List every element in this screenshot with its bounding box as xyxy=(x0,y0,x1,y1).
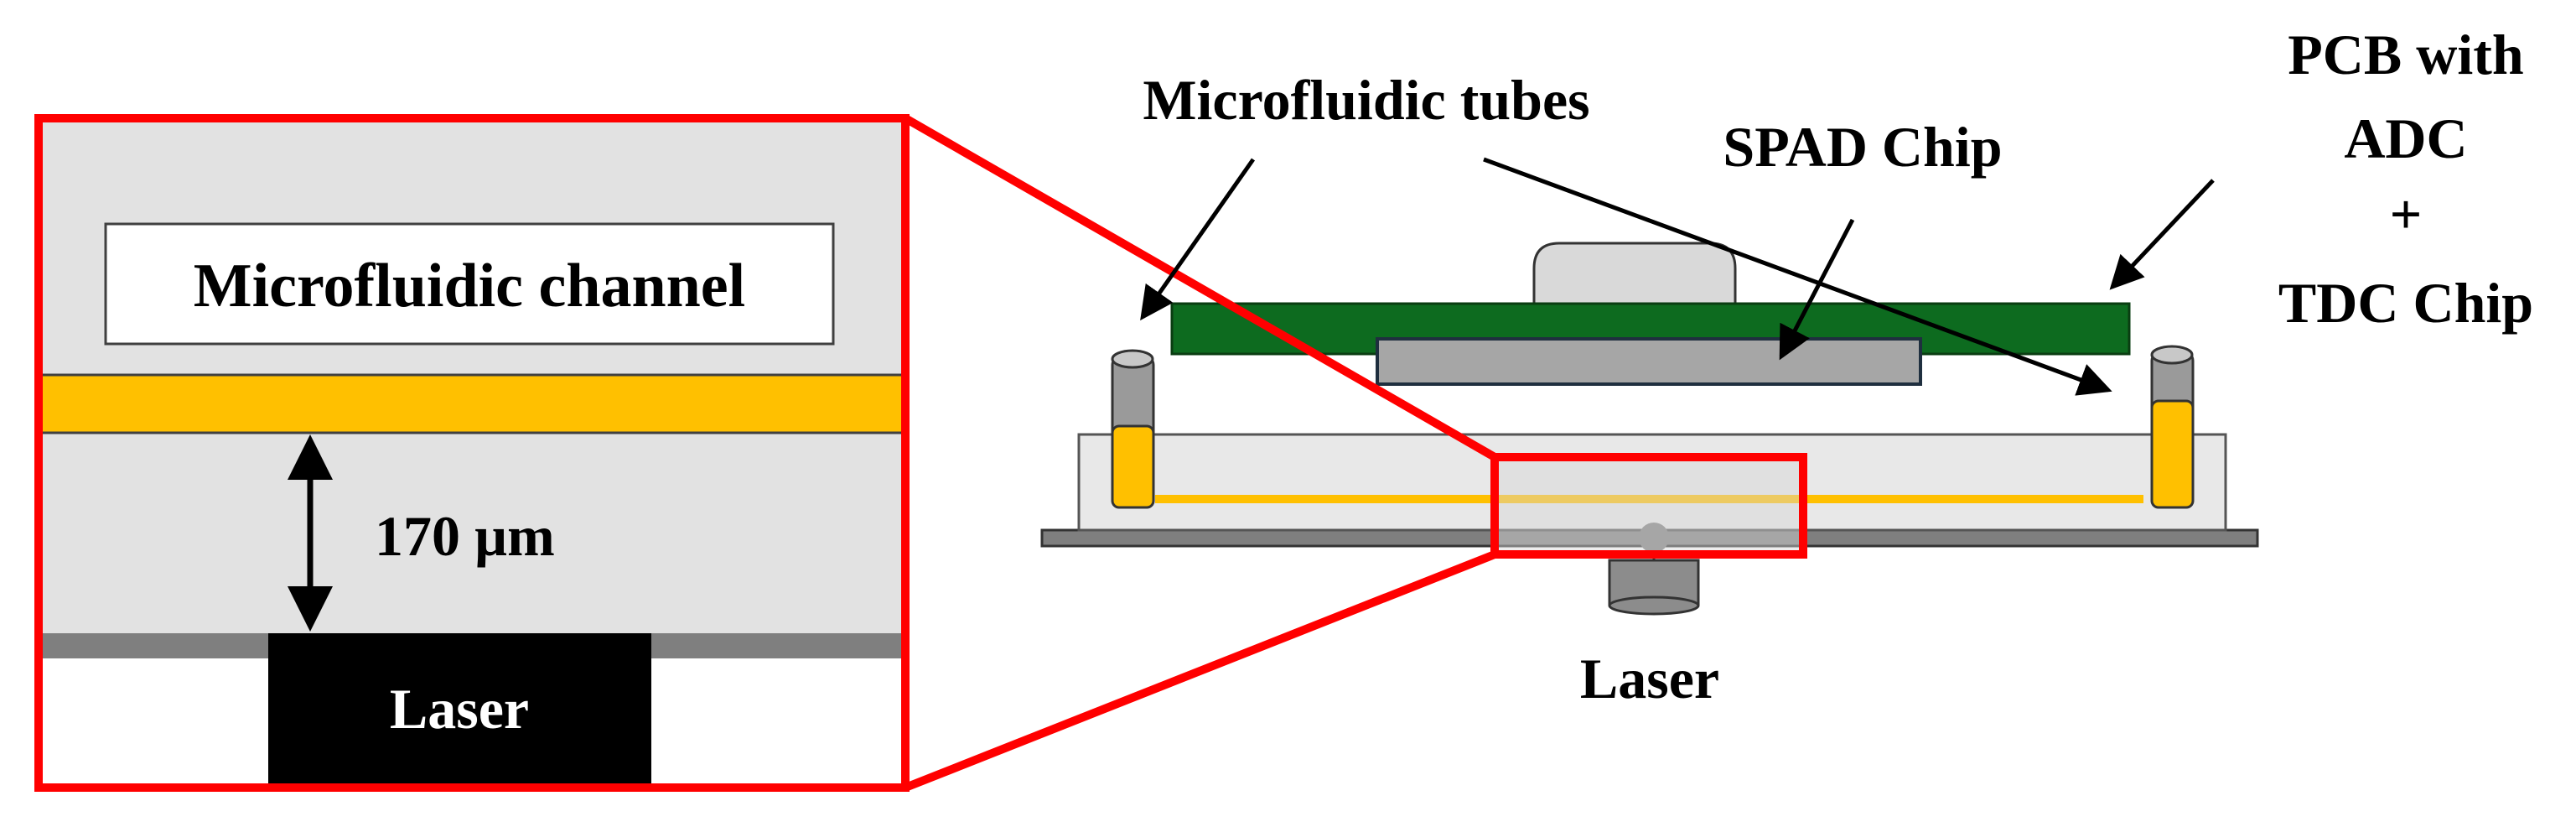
device-highlight-box xyxy=(1490,453,1807,559)
laser-module xyxy=(1608,523,1700,616)
device-laser-label: Laser xyxy=(1580,647,1719,710)
svg-text:+: + xyxy=(2390,182,2423,246)
spad-label: SPAD Chip xyxy=(1723,115,2002,179)
spad-arrow xyxy=(1779,218,1855,361)
svg-text:ADC: ADC xyxy=(2344,107,2467,170)
tubes-arrow-right xyxy=(1483,157,2112,396)
gap-dimension-arrow xyxy=(288,434,333,632)
zoom-connector-lines xyxy=(903,114,1497,792)
pcb-top-component xyxy=(1532,242,1737,305)
gap-label: 170 µm xyxy=(375,504,555,568)
channel-label: Microfluidic channel xyxy=(194,252,745,320)
tubes-label: Microfluidic tubes xyxy=(1143,68,1589,132)
left-tube xyxy=(1111,349,1155,509)
device-cross-section: Laser xyxy=(1040,242,2259,710)
zoom-laser-block xyxy=(268,633,651,788)
svg-text:PCB with: PCB with xyxy=(2288,23,2523,86)
channel-label-box xyxy=(104,222,835,346)
tubes-arrow-left xyxy=(1140,158,1256,321)
glass-chip xyxy=(1077,433,2227,532)
zoom-laser-label: Laser xyxy=(390,677,529,741)
pcb-arrow xyxy=(2109,179,2215,290)
spad-chip xyxy=(1376,337,1922,386)
zoom-inset: Laser Microfluidic channel 170 µm xyxy=(34,114,910,792)
svg-text:TDC Chip: TDC Chip xyxy=(2278,271,2533,335)
pcb-label: PCB with ADC + TDC Chip xyxy=(2278,23,2533,335)
zoom-channel-stripe xyxy=(37,373,907,434)
zoom-frame xyxy=(34,114,910,792)
right-tube xyxy=(2150,345,2195,509)
